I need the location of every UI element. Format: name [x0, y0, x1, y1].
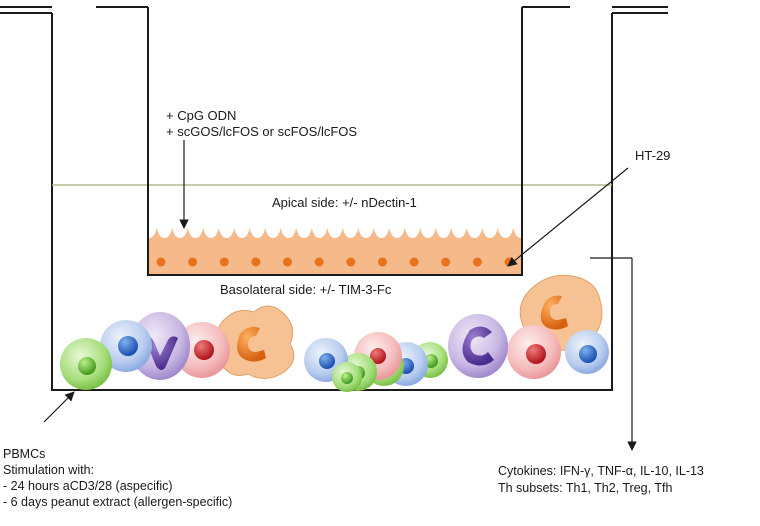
epithelial-nucleus — [188, 257, 198, 267]
apical-treatment-2: + scGOS/lcFOS or scFOS/lcFOS — [166, 124, 358, 139]
epithelial-layer — [149, 228, 521, 274]
epithelial-nucleus — [441, 257, 451, 267]
lymphocyte-pink-right — [507, 325, 561, 379]
immune-cell-population — [60, 274, 609, 392]
outer-well — [0, 6, 668, 391]
lymphocyte-green-front — [332, 362, 362, 392]
epithelial-nucleus — [346, 257, 356, 267]
lymphocyte-blue-far-right — [565, 330, 609, 374]
epithelial-nucleus — [378, 257, 387, 267]
insert-wall — [147, 7, 523, 276]
apical-side-label: Apical side: +/- nDectin-1 — [272, 195, 417, 210]
basolateral-side-label: Basolateral side: +/- TIM-3-Fc — [220, 282, 392, 297]
monocyte-right — [448, 314, 508, 378]
well-wall — [51, 13, 613, 391]
ht29-arrow — [507, 167, 629, 267]
pbmc-stimulation-2: - 6 days peanut extract (allergen-specif… — [3, 495, 233, 509]
epithelial-nucleus — [219, 257, 229, 267]
lymphocyte-green-left — [60, 338, 112, 390]
ht29-label: HT-29 — [635, 148, 671, 163]
epithelial-nucleus — [409, 257, 419, 267]
epithelial-nucleus — [156, 257, 166, 267]
epithelial-nucleus — [283, 257, 292, 267]
apical-treatment-1: + CpG ODN — [166, 108, 237, 123]
transwell-insert — [96, 6, 570, 276]
epithelial-monolayer — [149, 228, 521, 274]
pbmc-title: PBMCs — [3, 447, 46, 461]
pbmc-stimulation-1: - 24 hours aCD3/28 (aspecific) — [3, 479, 173, 493]
epithelial-nucleus — [314, 257, 324, 267]
lymphocyte-blue-left — [100, 320, 152, 372]
pbmc-arrow — [43, 391, 75, 423]
th-subsets-readout: Th subsets: Th1, Th2, Treg, Tfh — [498, 481, 673, 495]
epithelial-nucleus — [251, 257, 261, 267]
epithelial-nucleus — [472, 257, 482, 267]
cytokines-readout: Cytokines: IFN-γ, TNF-α, IL-10, IL-13 — [498, 464, 704, 478]
pbmc-stimulation-heading: Stimulation with: — [3, 463, 95, 477]
